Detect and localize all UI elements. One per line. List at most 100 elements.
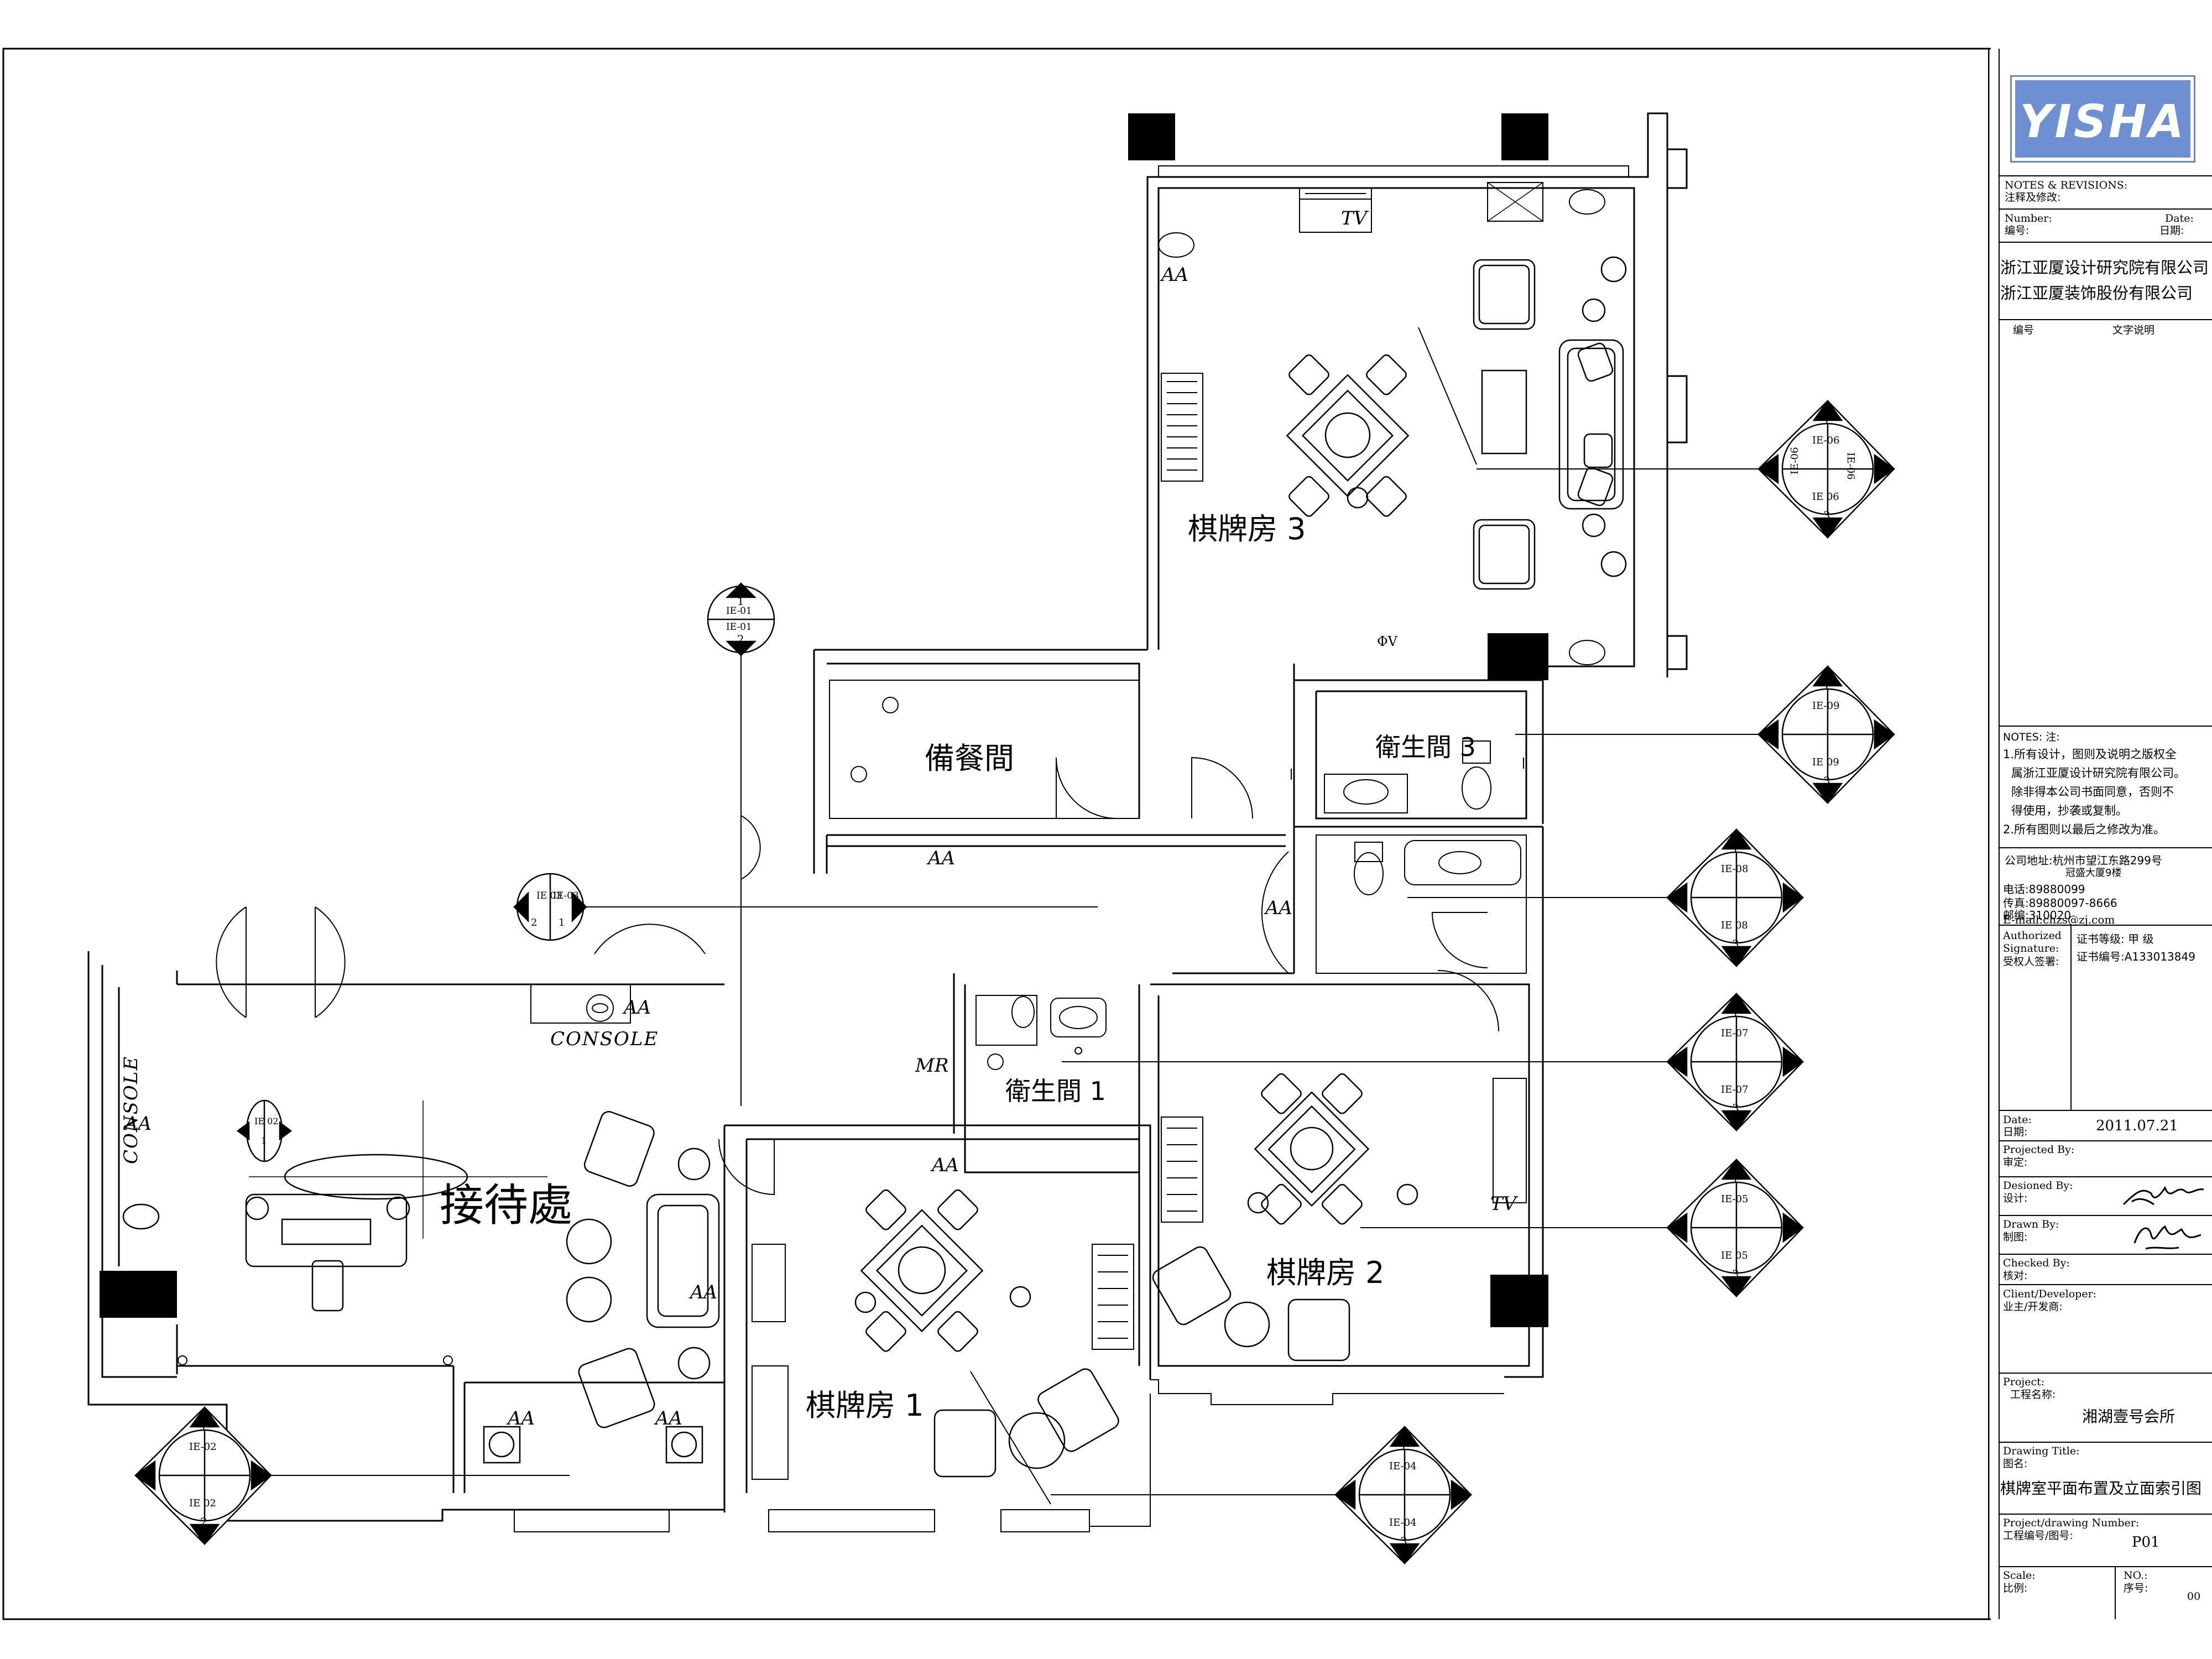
mahjong-table-qipai2 <box>1152 1073 1418 1361</box>
title-block-lines <box>1988 49 2212 1619</box>
note-1a: 1.所有设计，图则及说明之版权全 <box>2003 748 2177 761</box>
sofa-set-qipai3 <box>1473 256 1627 590</box>
section-marker-ie02 <box>236 1099 293 1162</box>
note-1c: 除非得本公司书面同意，否则不 <box>2011 785 2174 799</box>
mahjong-table-qipai3 <box>1286 354 1410 517</box>
drawing-title-value: 棋牌室平面布置及立面索引图 <box>2000 1479 2202 1498</box>
date-cn: 日期: <box>2159 225 2184 237</box>
sheet-border <box>2 48 1991 1620</box>
shelf-qipai3 <box>1161 373 1203 482</box>
col-number: 编号 <box>2013 324 2034 336</box>
project-en: Project: <box>2003 1376 2045 1388</box>
room-label-weisheng1: 衛生間 1 <box>1005 1076 1106 1106</box>
section-marker-ie01 <box>707 582 775 1106</box>
aa-label-1: AA <box>1161 264 1189 286</box>
title-block: YISHA NOTES & REVISIONS: 注释及修改: Number: … <box>1988 49 2212 1619</box>
elevation-marker-ie08 <box>1666 828 1804 968</box>
auth-cn: 受权人签署: <box>2003 956 2059 968</box>
reception-walls <box>87 951 726 1522</box>
number-cn: 编号: <box>2005 225 2030 237</box>
weisheng3-walls <box>1294 679 1544 828</box>
elevation-marker-ie05 <box>1666 1158 1804 1298</box>
aa-label-8: AA <box>508 1407 535 1430</box>
structural-columns <box>100 113 1548 1327</box>
tel: 电话:89880099 <box>2003 883 2085 896</box>
elevation-marker-ie04 <box>1334 1425 1473 1565</box>
drawer-signature <box>2133 1225 2201 1250</box>
projected-en: Projected By: <box>2003 1144 2075 1156</box>
note-2: 2.所有图则以最后之修改为准。 <box>2003 823 2166 836</box>
elevation-marker-ie07 <box>1666 992 1804 1132</box>
auth-en-2: Signature: <box>2003 942 2059 954</box>
client-en: Client/Developer: <box>2003 1288 2097 1300</box>
mahjong-table-qipai1 <box>854 1189 1119 1505</box>
note-1d: 得使用，抄袭或复制。 <box>2011 804 2127 817</box>
aa-label-2: AA <box>928 847 956 869</box>
designed-en: Desioned By: <box>2003 1180 2073 1192</box>
project-cn: 工程名称: <box>2010 1389 2056 1401</box>
qipai1-walls <box>723 1124 1151 1510</box>
basin-qipai3 <box>1569 189 1605 215</box>
notes-revisions-en: NOTES & REVISIONS: <box>2005 179 2128 191</box>
doors <box>216 757 1499 1196</box>
proj-num-value: P01 <box>2132 1534 2160 1551</box>
fax: 传真:89880097-8666 <box>2003 896 2117 910</box>
drawing-title-cn: 图名: <box>2003 1458 2028 1470</box>
zip: 邮编:310020 <box>2003 909 2072 922</box>
date2-cn: 日期: <box>2003 1126 2028 1138</box>
email-visible: E-mail:chzs@zj.com <box>2003 913 2115 926</box>
console-label-top: CONSOLE <box>550 1028 659 1050</box>
tv-label-qipai2: TV <box>1490 1193 1517 1215</box>
cert-no: 证书编号:A133013849 <box>2077 950 2195 963</box>
weisheng2-walls <box>1316 827 1544 984</box>
address-2: 冠盛大厦9楼 <box>2065 867 2122 879</box>
aa-label-5: AA <box>932 1154 959 1176</box>
aa-label-9: AA <box>655 1407 683 1430</box>
notes-title: NOTES: 注: <box>2003 731 2060 743</box>
no-value: 00 <box>2187 1590 2201 1603</box>
cabinet <box>1487 182 1543 222</box>
reception-furniture <box>122 1100 720 1464</box>
corridor-walls <box>813 664 1295 974</box>
elevation-marker-ie06 <box>1757 399 1896 539</box>
company-name-1: 浙江亚厦设计研究院有限公司 <box>2000 258 2209 277</box>
aa-label-7: AA <box>690 1281 718 1303</box>
projected-cn: 审定: <box>2003 1156 2028 1168</box>
scale-en: Scale: <box>2003 1569 2036 1582</box>
weisheng1-walls <box>953 973 1140 1173</box>
client-cn: 业主/开发商: <box>2003 1301 2063 1313</box>
qipai2-walls <box>1150 983 1544 1378</box>
floor-plan <box>2 48 1991 1620</box>
phi-v-label: ΦV <box>1377 634 1398 649</box>
notes-revisions-cn: 注释及修改: <box>2005 191 2061 204</box>
proj-num-cn: 工程编号/图号: <box>2003 1530 2073 1542</box>
room-label-beican: 備餐間 <box>925 741 1014 776</box>
note-1b: 属浙江亚厦设计研究院有限公司。 <box>2011 766 2185 780</box>
section-marker-ie03 <box>513 873 1098 941</box>
checked-cn: 核对: <box>2003 1270 2028 1282</box>
beican-walls <box>813 649 1147 819</box>
misc-symbols <box>178 758 1524 1365</box>
drawn-en: Drawn By: <box>2003 1218 2059 1230</box>
tv-label-qipai3: TV <box>1341 207 1368 229</box>
tv-unit-qipai3 <box>1299 187 1372 233</box>
cert-level: 证书等级: 甲 级 <box>2077 932 2154 946</box>
aa-label-3: AA <box>1265 897 1293 919</box>
auth-en-1: Authorized <box>2003 930 2062 942</box>
designed-cn: 设计: <box>2003 1192 2028 1204</box>
drawn-cn: 制图: <box>2003 1231 2028 1243</box>
room-label-jiedai: 接待處 <box>440 1180 572 1231</box>
bottom-windows <box>514 1379 1504 1532</box>
room-label-qipai3: 棋牌房 3 <box>1188 512 1306 546</box>
aa-label-6: AA <box>124 1113 152 1135</box>
project-value: 湘湖壹号会所 <box>2082 1407 2176 1426</box>
designer-signature <box>2122 1186 2204 1206</box>
no-cn: 序号: <box>2124 1582 2148 1594</box>
number-en: Number: <box>2005 212 2052 225</box>
col-text: 文字说明 <box>2112 324 2155 336</box>
room-label-weisheng3: 衛生間 3 <box>1375 732 1476 762</box>
console-label-side: CONSOLE <box>120 1055 142 1164</box>
address-1: 公司地址:杭州市望江东路299号 <box>2005 854 2162 867</box>
proj-num-en: Project/drawing Number: <box>2003 1517 2140 1529</box>
leader-line <box>1418 327 1477 465</box>
